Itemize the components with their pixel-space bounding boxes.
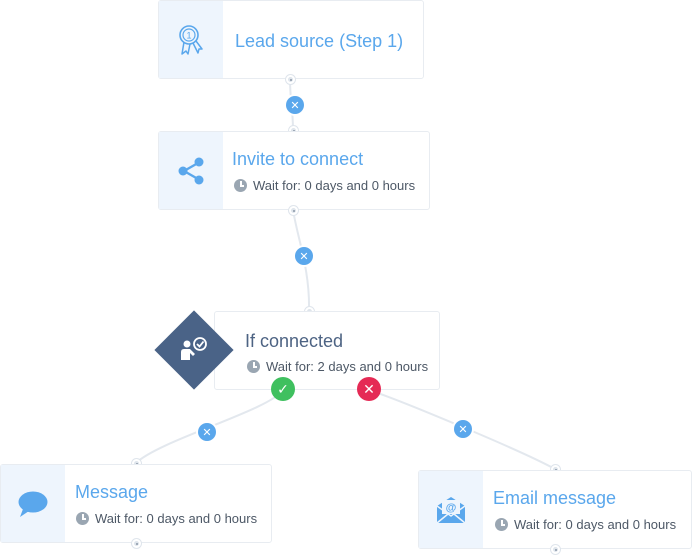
email-icon-box: @	[419, 471, 483, 548]
remove-connection-button[interactable]: ✕	[198, 423, 216, 441]
remove-connection-button[interactable]: ✕	[286, 96, 304, 114]
email-output-port[interactable]	[551, 545, 560, 554]
svg-text:@: @	[446, 502, 457, 514]
chat-bubble-icon	[18, 491, 48, 517]
message-output-port[interactable]	[132, 539, 141, 548]
lead-source-node[interactable]: 1 Lead source (Step 1)	[158, 0, 424, 79]
invite-output-port[interactable]	[289, 206, 298, 215]
message-icon-box	[1, 465, 65, 542]
if-connected-title: If connected	[245, 331, 344, 351]
invite-icon-box	[159, 132, 223, 209]
email-icon: @	[436, 496, 466, 524]
email-wait-text: Wait for: 0 days and 0 hours	[514, 517, 677, 532]
lead-source-icon-box: 1	[159, 1, 223, 78]
clock-icon	[495, 518, 508, 531]
share-icon	[178, 157, 204, 184]
award-ribbon-icon: 1	[179, 24, 203, 55]
invite-title: Invite to connect	[232, 149, 364, 169]
yes-branch-button[interactable]: ✓	[271, 377, 295, 401]
message-title: Message	[75, 482, 149, 502]
user-check-icon	[181, 337, 207, 360]
email-wait: Wait for: 0 days and 0 hours	[495, 517, 676, 532]
message-wait: Wait for: 0 days and 0 hours	[76, 511, 257, 526]
remove-connection-button[interactable]: ✕	[454, 420, 472, 438]
if-connected-wait: Wait for: 2 days and 0 hours	[247, 359, 428, 374]
remove-connection-button[interactable]: ✕	[295, 247, 313, 265]
clock-icon	[76, 512, 89, 525]
message-node[interactable]: Message Wait for: 0 days and 0 hours	[0, 464, 272, 543]
if-connected-node[interactable]: If connected Wait for: 2 days and 0 hour…	[214, 311, 440, 390]
message-wait-text: Wait for: 0 days and 0 hours	[95, 511, 258, 526]
invite-wait: Wait for: 0 days and 0 hours	[234, 178, 415, 193]
invite-to-connect-node[interactable]: Invite to connect Wait for: 0 days and 0…	[158, 131, 430, 210]
lead-source-title: Lead source (Step 1)	[235, 31, 404, 51]
email-title: Email message	[493, 488, 617, 508]
clock-icon	[247, 360, 260, 373]
lead-source-output-port[interactable]	[286, 75, 295, 84]
email-message-node[interactable]: @ Email message Wait for: 0 days and 0 h…	[418, 470, 692, 549]
invite-wait-text: Wait for: 0 days and 0 hours	[253, 178, 416, 193]
clock-icon	[234, 179, 247, 192]
svg-text:1: 1	[186, 30, 191, 40]
no-branch-button[interactable]: ✕	[357, 377, 381, 401]
if-connected-wait-text: Wait for: 2 days and 0 hours	[266, 359, 429, 374]
